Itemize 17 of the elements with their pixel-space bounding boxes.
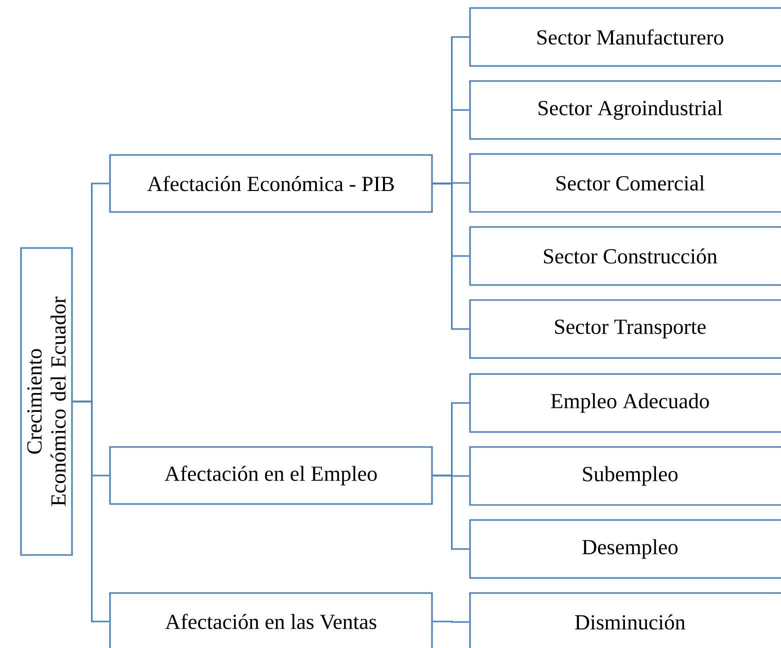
category-box: Sector Comercial	[469, 153, 781, 213]
category-box: Disminución	[469, 592, 781, 648]
category-box: Afectación Económica - PIB	[109, 154, 433, 213]
category-box: Empleo Adecuado	[469, 373, 781, 433]
category-box: Afectación en el Empleo	[109, 446, 433, 505]
vertical-box: Crecimiento Económico del Ecuador	[20, 247, 73, 556]
connector-line	[432, 182, 470, 330]
connector-line	[72, 400, 110, 622]
category-box: Sector Manufacturero	[469, 7, 781, 67]
category-box: Afectación en las Ventas	[109, 592, 433, 648]
category-box: Subempleo	[469, 446, 781, 506]
category-box: Sector Transporte	[469, 299, 781, 359]
category-box: Sector Agroindustrial	[469, 80, 781, 140]
connector-line	[432, 620, 470, 623]
category-box: Desempleo	[469, 519, 781, 579]
category-box: Sector Construcción	[469, 226, 781, 286]
connector-line	[432, 474, 470, 550]
